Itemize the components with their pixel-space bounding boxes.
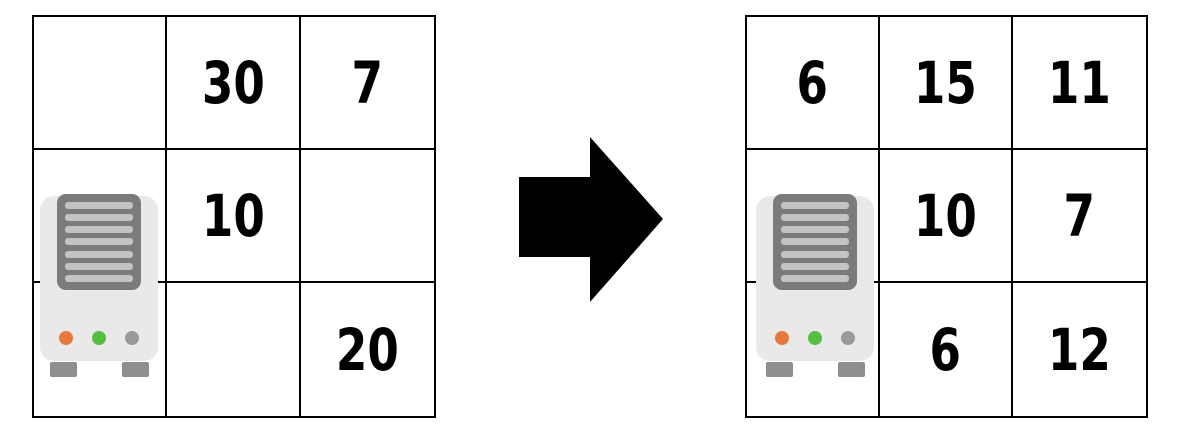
server-vent-stripes [781, 202, 849, 282]
led-green-icon [92, 331, 106, 345]
led-gray-icon [841, 331, 855, 345]
cell-before-r2c1 [167, 283, 301, 416]
grid-after: 6 15 11 10 7 6 12 [745, 15, 1148, 418]
cell-after-r2c1: 6 [880, 283, 1013, 416]
server-vent-grille-icon [57, 194, 141, 290]
cell-before-r2c2: 20 [335, 315, 399, 384]
cell-before-r1c2 [300, 150, 434, 283]
led-green-icon [808, 331, 822, 345]
led-gray-icon [125, 331, 139, 345]
led-orange-icon [59, 331, 73, 345]
server-vent-grille-icon [773, 194, 857, 290]
cell-after-r0c0: 6 [747, 17, 880, 150]
server-icon [40, 194, 158, 378]
server-foot-icon [50, 362, 77, 377]
server-status-leds [40, 331, 158, 345]
arrow-right-icon [519, 137, 663, 302]
grid-before: 30 7 10 20 [32, 15, 436, 418]
cell-before-r1c1: 10 [167, 150, 301, 283]
cell-after-r0c2: 11 [1013, 17, 1146, 150]
server-foot-icon [766, 362, 793, 377]
cell-before-r0c1: 30 [167, 17, 301, 150]
server-icon [756, 194, 874, 378]
cell-after-r0c1: 15 [880, 17, 1013, 150]
server-foot-icon [122, 362, 149, 377]
cell-after-r2c2: 12 [1048, 315, 1111, 384]
cell-after-r1c1: 10 [880, 150, 1013, 283]
cell-before-r0c2: 7 [300, 17, 434, 150]
cell-after-r1c2: 7 [1013, 150, 1146, 283]
server-foot-icon [838, 362, 865, 377]
server-status-leds [756, 331, 874, 345]
server-vent-stripes [65, 202, 133, 282]
cell-before-r0c0 [34, 17, 168, 150]
led-orange-icon [775, 331, 789, 345]
cell-after-r2c0 [747, 283, 880, 416]
cell-before-r2c0 [34, 283, 168, 416]
